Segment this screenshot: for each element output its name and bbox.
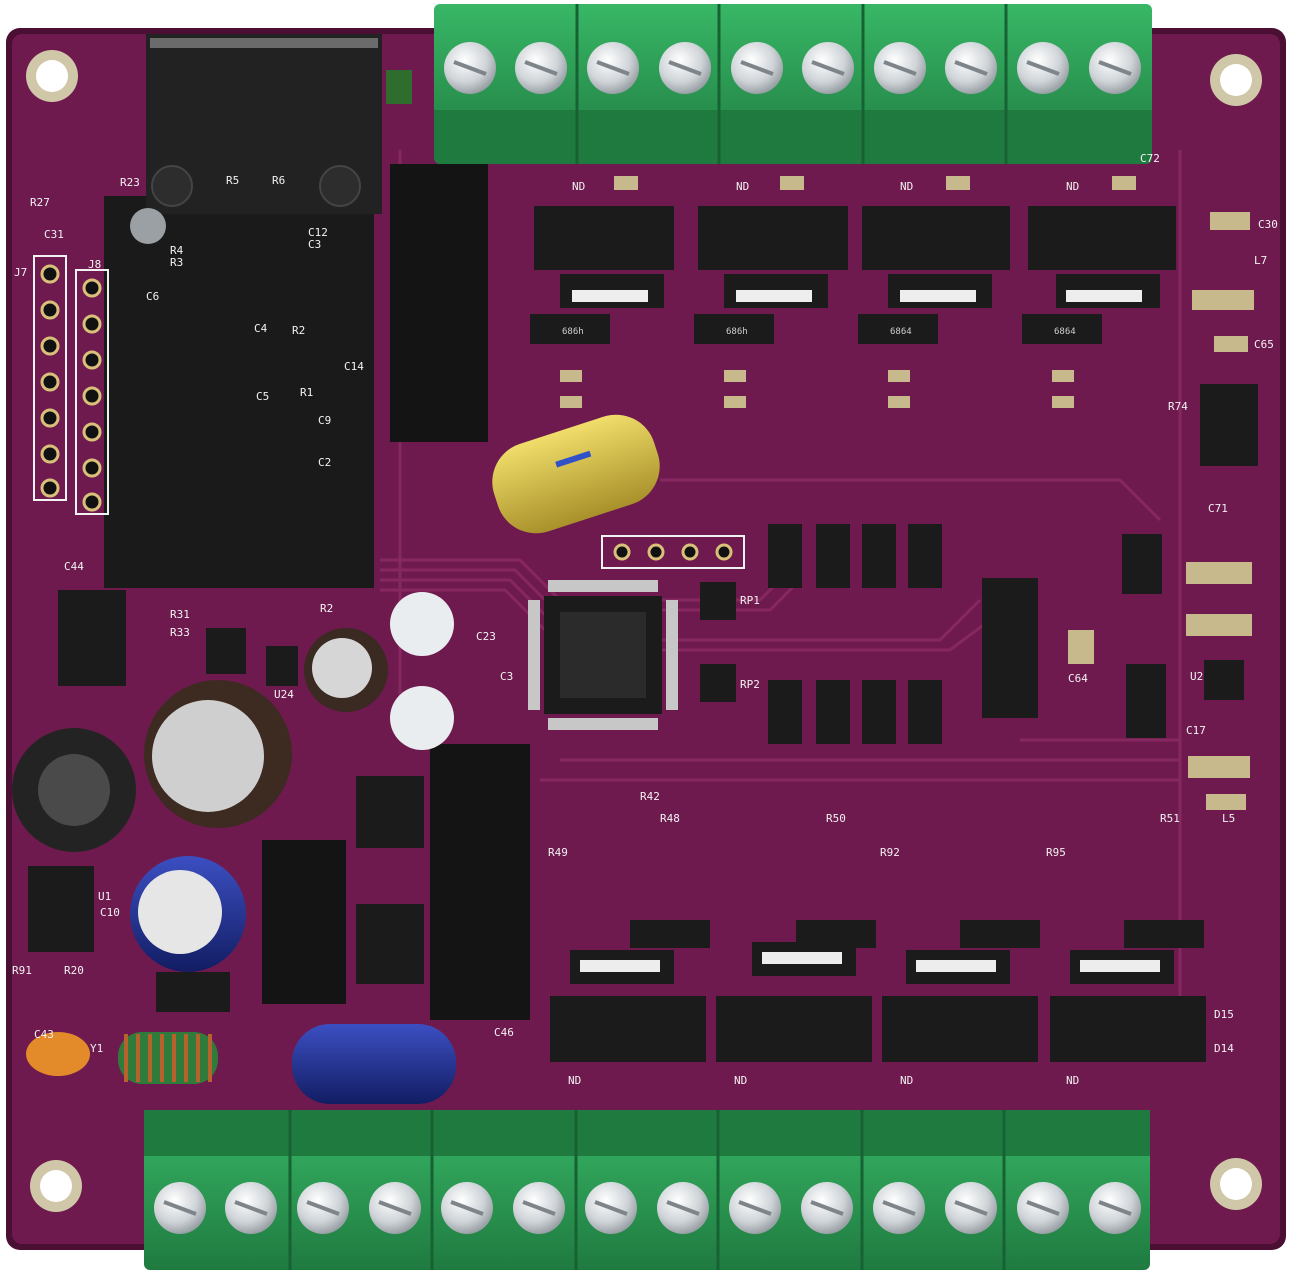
mcu-chip bbox=[528, 580, 678, 730]
silk-label: U24 bbox=[274, 688, 294, 701]
silk-label: C5 bbox=[256, 390, 269, 403]
silk-label: C43 bbox=[34, 1028, 54, 1041]
silk-label: C14 bbox=[344, 360, 364, 373]
chip-marking: 6864 bbox=[1054, 327, 1076, 337]
silk-label: ND bbox=[1066, 180, 1079, 193]
silk-label: C72 bbox=[1140, 152, 1160, 165]
silk-label: C30 bbox=[1258, 218, 1278, 231]
chip-marking: 6864 bbox=[890, 327, 912, 337]
silk-label: ND bbox=[900, 180, 913, 193]
silk-label: U1 bbox=[98, 890, 111, 903]
silk-label: C44 bbox=[64, 560, 84, 573]
silk-label: R50 bbox=[826, 812, 846, 825]
relay-top bbox=[390, 164, 488, 442]
silk-label: C31 bbox=[44, 228, 64, 241]
silk-label: R20 bbox=[64, 964, 84, 977]
silk-label: R2 bbox=[292, 324, 305, 337]
silk-label: RP1 bbox=[740, 594, 760, 607]
silk-label: C46 bbox=[494, 1026, 514, 1039]
silk-label: ND bbox=[734, 1074, 747, 1087]
silk-label: ND bbox=[1066, 1074, 1079, 1087]
silk-label: R2 bbox=[320, 602, 333, 615]
silk-label: R95 bbox=[1046, 846, 1066, 859]
silk-label: C3 bbox=[500, 670, 513, 683]
chip-marking: 686h bbox=[726, 327, 748, 337]
electrolytic-capacitors bbox=[292, 414, 660, 1104]
silk-label: R74 bbox=[1168, 400, 1188, 413]
silk-label: R49 bbox=[548, 846, 568, 859]
silk-label: L5 bbox=[1222, 812, 1235, 825]
silk-label: C17 bbox=[1186, 724, 1206, 737]
silk-label: R23 bbox=[120, 176, 140, 189]
silkscreen-labels: R27 R23 C31 J7 J8 R5 R6 R4 R3 C12 C3 C6 … bbox=[12, 152, 1278, 1087]
silk-label: C6 bbox=[146, 290, 159, 303]
mounting-holes bbox=[26, 50, 1262, 1212]
silk-label: R1 bbox=[300, 386, 313, 399]
top-terminal-block bbox=[434, 4, 1152, 164]
silk-label: C9 bbox=[318, 414, 331, 427]
silk-label: C3 bbox=[308, 238, 321, 251]
silk-label: ND bbox=[900, 1074, 913, 1087]
silk-label: R6 bbox=[272, 174, 285, 187]
silk-label: Y1 bbox=[90, 1042, 103, 1055]
right-passives bbox=[1068, 212, 1254, 810]
bottom-terminal-block bbox=[144, 1110, 1150, 1270]
silk-label: R31 bbox=[170, 608, 190, 621]
silk-label: C2 bbox=[318, 456, 331, 469]
pin-header-4 bbox=[601, 535, 745, 569]
silk-label: ND bbox=[736, 180, 749, 193]
silk-label: J7 bbox=[14, 266, 27, 279]
chip-marking: 686h bbox=[562, 327, 584, 337]
silk-label: R51 bbox=[1160, 812, 1180, 825]
silk-label: U2 bbox=[1190, 670, 1203, 683]
silk-label: RP2 bbox=[740, 678, 760, 691]
relay-left bbox=[262, 840, 346, 1004]
silk-label: R27 bbox=[30, 196, 50, 209]
silk-label: ND bbox=[568, 1074, 581, 1087]
resistor-pack-rp1 bbox=[700, 582, 736, 620]
silk-label: ND bbox=[572, 180, 585, 193]
silk-label: R4 bbox=[170, 244, 184, 257]
silk-label: D15 bbox=[1214, 1008, 1234, 1021]
silk-label: J8 bbox=[88, 258, 101, 271]
leds bbox=[390, 592, 454, 750]
silk-label: R48 bbox=[660, 812, 680, 825]
top-channel-tabs bbox=[572, 290, 1142, 302]
ethernet-module bbox=[104, 34, 412, 588]
silk-label: C65 bbox=[1254, 338, 1274, 351]
relay-bottom bbox=[430, 744, 530, 1020]
silk-label: R92 bbox=[880, 846, 900, 859]
silk-label: R5 bbox=[226, 174, 239, 187]
silk-label: R91 bbox=[12, 964, 32, 977]
silk-label: C4 bbox=[254, 322, 268, 335]
silk-label: C10 bbox=[100, 906, 120, 919]
silk-label: C12 bbox=[308, 226, 328, 239]
resistor-pack-rp2 bbox=[700, 664, 736, 702]
optocouplers bbox=[768, 384, 1258, 744]
silk-label: C23 bbox=[476, 630, 496, 643]
silk-label: R42 bbox=[640, 790, 660, 803]
power-components bbox=[12, 590, 388, 1084]
silk-label: C71 bbox=[1208, 502, 1228, 515]
pin-headers bbox=[33, 255, 109, 515]
silk-label: R3 bbox=[170, 256, 183, 269]
silk-label: R33 bbox=[170, 626, 190, 639]
silk-label: L7 bbox=[1254, 254, 1267, 267]
silk-label: C64 bbox=[1068, 672, 1088, 685]
silk-label: D14 bbox=[1214, 1042, 1234, 1055]
smd-pads-top bbox=[560, 176, 1136, 408]
